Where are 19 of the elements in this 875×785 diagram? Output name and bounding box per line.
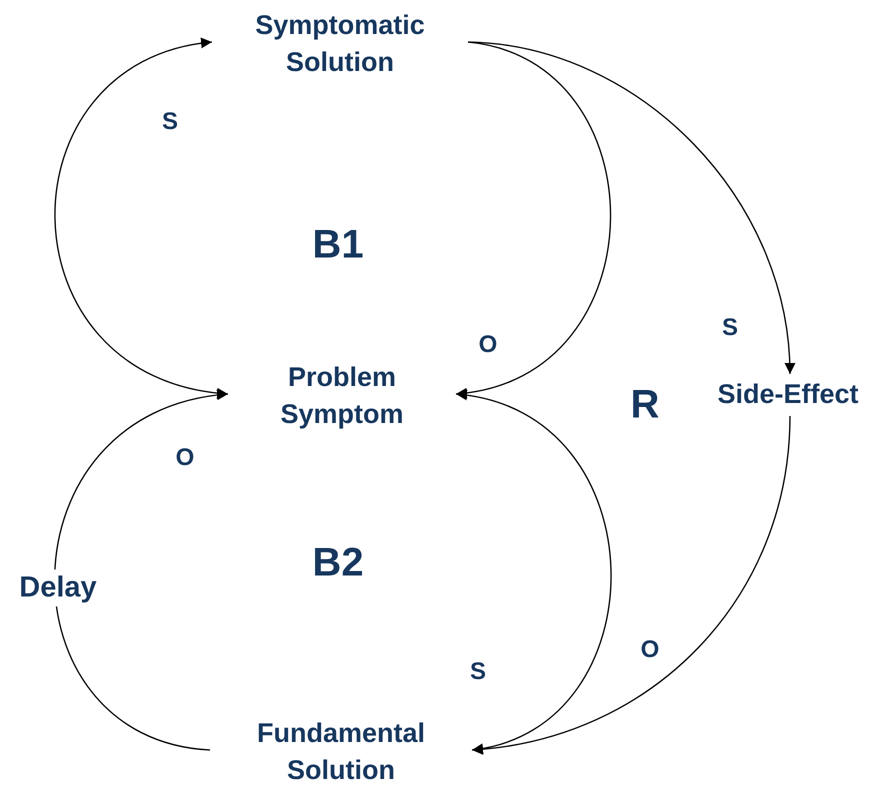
polarity-sign: S: [470, 658, 486, 686]
polarity-sign: S: [162, 108, 178, 136]
loop-label: B2: [312, 540, 364, 586]
loop-label: R: [630, 382, 660, 428]
arrow: [54, 390, 228, 751]
polarity-sign: O: [176, 444, 194, 472]
arrow: [54, 38, 228, 398]
arrow: [456, 41, 612, 398]
polarity-sign: O: [478, 331, 498, 359]
edge-label: Delay: [19, 570, 97, 606]
node-label: Side-Effect: [717, 378, 859, 410]
polarity-sign: O: [640, 636, 660, 664]
arrow: [456, 390, 612, 753]
arrow: [468, 41, 795, 374]
loop-label: B1: [312, 222, 364, 268]
node-label: Fundamental Solution: [256, 717, 426, 785]
node-label: Problem Symptom: [279, 361, 405, 431]
node-label: Symptomatic Solution: [254, 9, 426, 79]
polarity-sign: S: [722, 314, 738, 342]
